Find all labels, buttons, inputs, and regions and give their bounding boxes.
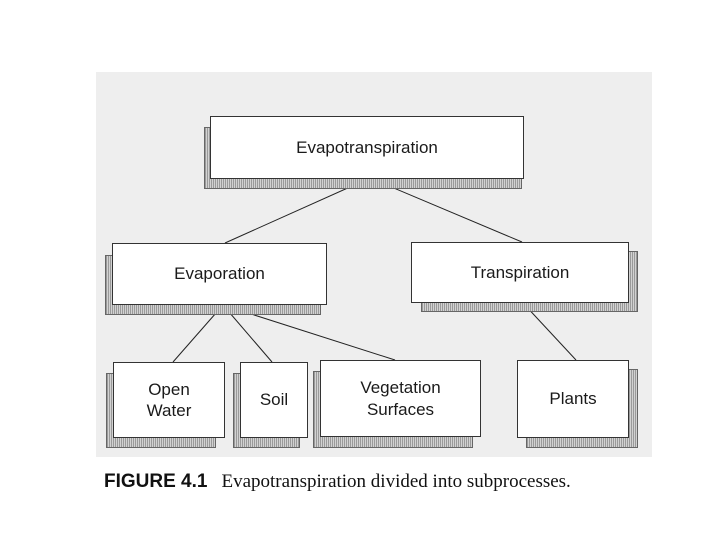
node-soil-label: Soil (259, 390, 289, 410)
node-evaporation-label: Evaporation (174, 264, 265, 284)
node-vegetation-surfaces-label: Vegetation Surfaces (360, 378, 441, 419)
node-transpiration-label: Transpiration (470, 262, 570, 282)
figure-caption-text: Evapotranspiration divided into subproce… (221, 471, 571, 492)
figure-number: FIGURE 4.1 (104, 471, 208, 492)
node-evapotranspiration: Evapotranspiration (210, 116, 524, 179)
node-transpiration: Transpiration (411, 242, 629, 303)
node-plants-label: Plants (549, 389, 597, 409)
node-open-water: Open Water (113, 362, 225, 438)
figure-caption: FIGURE 4.1 Evapotranspiration divided int… (104, 471, 664, 493)
node-evaporation: Evaporation (112, 243, 327, 305)
node-plants: Plants (517, 360, 629, 438)
edge-transpiration-plants (522, 302, 577, 361)
node-vegetation-surfaces: Vegetation Surfaces (320, 360, 481, 437)
node-open-water-label: Open Water (146, 379, 192, 420)
node-evapotranspiration-label: Evapotranspiration (296, 137, 438, 157)
node-soil: Soil (240, 362, 308, 438)
